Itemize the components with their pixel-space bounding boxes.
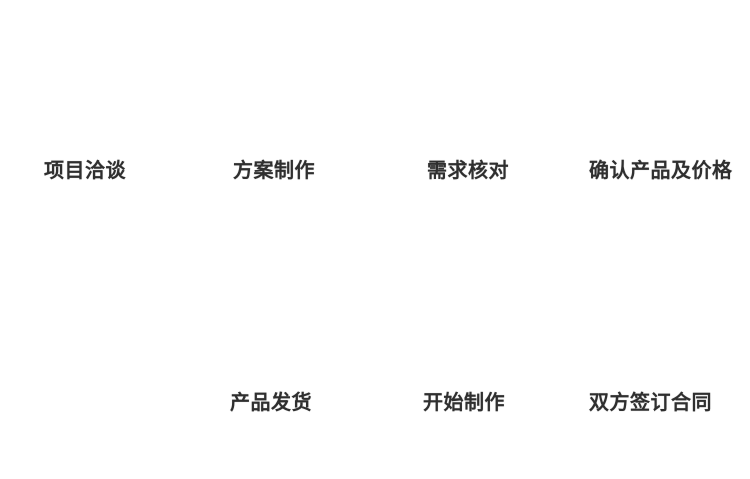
step-label-project-negotiation: 项目洽谈 bbox=[44, 160, 126, 182]
step-label-requirement-check: 需求核对 bbox=[427, 160, 509, 182]
step-label-confirm-product-price: 确认产品及价格 bbox=[589, 160, 733, 182]
step-label-plan-creation: 方案制作 bbox=[233, 160, 315, 182]
step-label-product-shipment: 产品发货 bbox=[230, 392, 312, 414]
step-label-sign-contract: 双方签订合同 bbox=[589, 392, 712, 414]
step-label-start-production: 开始制作 bbox=[423, 392, 505, 414]
